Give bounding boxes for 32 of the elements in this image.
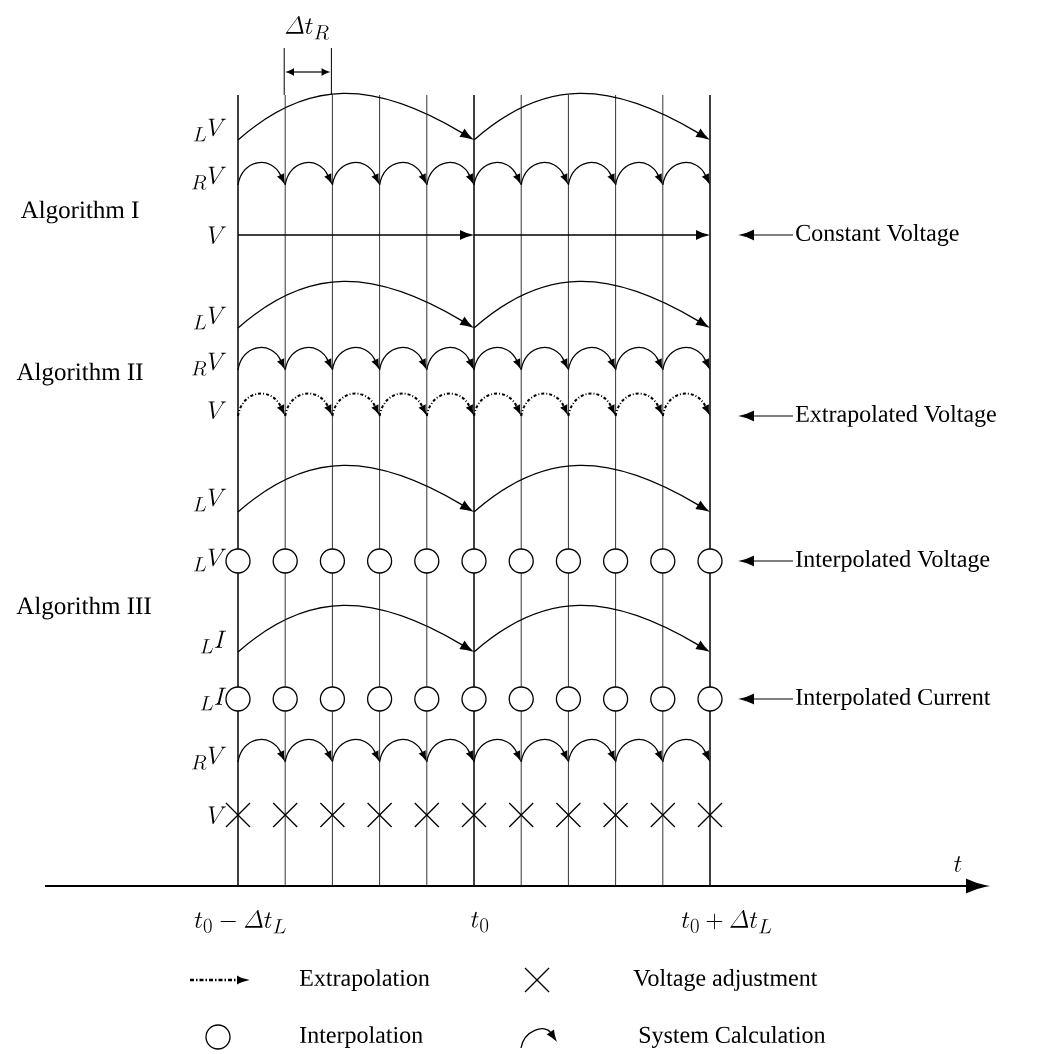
row-label: ${}_R V$ <box>192 746 226 770</box>
dimension-label: $\varDelta t_R$ <box>285 15 329 40</box>
row-label: $V$ <box>208 226 226 244</box>
tick-label: $t_0 - \varDelta t_L$ <box>194 909 286 934</box>
tick-label: $t_0 + \varDelta t_L$ <box>681 909 772 934</box>
annotation-text: Constant Voltage <box>796 224 959 246</box>
legend-label: Interpolation <box>300 1026 423 1048</box>
tick-label: $t_0$ <box>471 911 489 933</box>
pointer-arrow <box>740 555 794 567</box>
legend-label: Voltage adjustment <box>633 969 818 991</box>
row-label: ${}_L V$ <box>193 306 226 330</box>
row-label: ${}_L I$ <box>200 687 227 711</box>
algorithm-label: Algorithm II <box>16 362 143 386</box>
algorithm-label: Algorithm I <box>20 200 139 224</box>
row-label: $V$ <box>208 401 226 419</box>
pointer-arrow <box>740 229 794 241</box>
row-label: $V$ <box>208 806 226 825</box>
row-label: ${}_R V$ <box>192 352 226 376</box>
legend-label: System Calculation <box>639 1026 826 1048</box>
row-label: ${}_L V$ <box>193 548 226 572</box>
row-label: ${}_L I$ <box>200 630 227 654</box>
axis-label: $t$ <box>954 856 962 872</box>
annotation-text: Interpolated Current <box>796 688 991 710</box>
pointer-arrow <box>740 410 794 422</box>
row-label: ${}_L V$ <box>193 118 226 142</box>
row-label: ${}_L V$ <box>193 488 226 512</box>
annotation-text: Interpolated Voltage <box>796 550 990 572</box>
row-label: ${}_R V$ <box>192 166 226 190</box>
legend-label: Extrapolation <box>299 969 430 991</box>
algorithm-label: Algorithm III <box>16 596 151 620</box>
pointer-arrow <box>740 693 794 705</box>
annotation-text: Extrapolated Voltage <box>795 405 996 427</box>
